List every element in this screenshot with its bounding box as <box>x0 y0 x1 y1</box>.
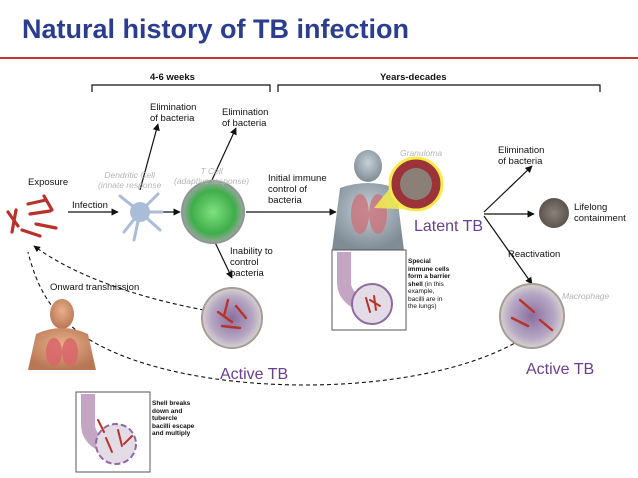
active-granuloma-right-icon <box>499 283 565 349</box>
label-reactivation: Reactivation <box>508 249 561 260</box>
lifelong-granuloma-icon <box>539 198 569 228</box>
person-lungs-icon <box>28 299 96 370</box>
bracket-label-years-decades: Years-decades <box>380 72 447 83</box>
t-cell-icon <box>181 180 245 244</box>
dashed-path-active-to-exposure <box>33 245 205 311</box>
label-lifelong: Lifelong containment <box>574 202 626 224</box>
bracket-label-4-6-weeks: 4-6 weeks <box>150 72 195 83</box>
label-exposure: Exposure <box>28 177 69 188</box>
inset-2-caption-bold: Shell breaks down and tubercle bacilli e… <box>152 400 195 437</box>
inset-1-caption-rest: (in this example, bacilli are in the lun… <box>408 280 444 311</box>
label-latent-tb: Latent TB <box>414 218 484 235</box>
inset-1-illustration <box>331 249 407 331</box>
inset-2-caption: Shell breaks down and tubercle bacilli e… <box>152 400 194 438</box>
dashed-path-reactivation-to-exposure <box>27 251 521 386</box>
label-t-cell: T Cell (adaptive response) <box>174 166 250 186</box>
label-macrophage: Macrophage <box>562 291 610 301</box>
label-elimination-1: Elimination of bacteria <box>150 102 197 124</box>
bacteria-cluster-icon <box>6 194 58 238</box>
arrow-reactivation <box>483 215 533 285</box>
page-title: Natural history of TB infection <box>22 14 410 44</box>
label-inability: Inability to control bacteria <box>230 246 273 279</box>
label-onward-transmission: Onward transmission <box>50 282 140 293</box>
bracket-years-decades <box>277 84 601 92</box>
dendritic-cell-icon <box>118 192 164 242</box>
arrow-elimination-1 <box>139 123 160 191</box>
arrow-elimination-3 <box>483 165 533 213</box>
label-initial-control: Initial immune control of bacteria <box>268 173 327 206</box>
label-dendritic-cell: Dendritic Cell (innate response <box>98 170 162 190</box>
inset-1-caption: Special immune cells form a barrier shel… <box>408 258 450 311</box>
inset-2-illustration <box>75 391 151 473</box>
title-rule <box>0 57 638 59</box>
inset-1-caption-bold: Special immune cells form a barrier shel… <box>408 258 451 288</box>
label-elimination-2: Elimination of bacteria <box>222 107 269 129</box>
arrow-elimination-2 <box>211 127 237 181</box>
label-granuloma: Granuloma <box>400 148 443 158</box>
label-elimination-3: Elimination of bacteria <box>498 145 545 167</box>
bracket-4-6-weeks <box>91 84 271 92</box>
label-active-tb-right: Active TB <box>526 361 595 378</box>
label-active-tb-left: Active TB <box>220 366 289 383</box>
active-granuloma-left-icon <box>201 287 263 349</box>
label-infection: Infection <box>72 200 108 211</box>
